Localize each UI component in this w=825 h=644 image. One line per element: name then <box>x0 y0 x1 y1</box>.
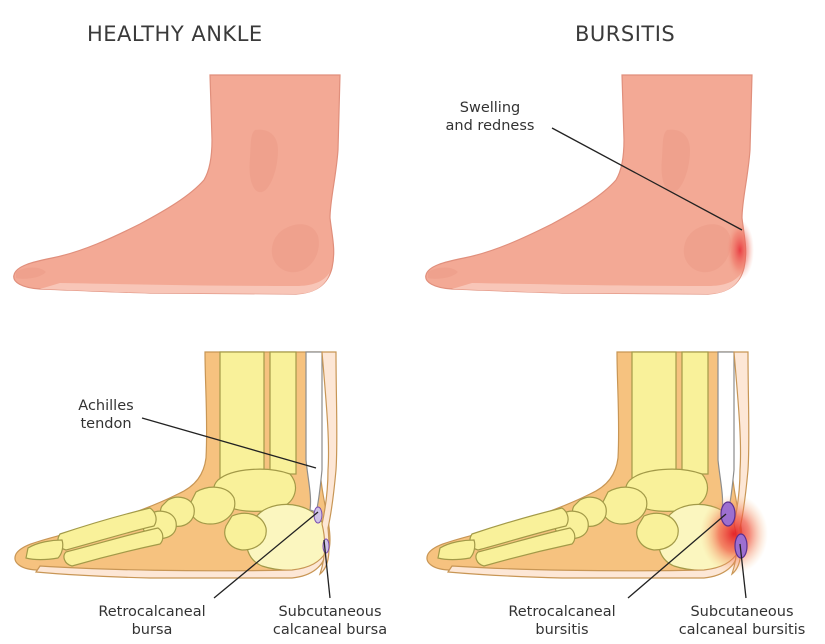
subcut-bursa-line1: Subcutaneous <box>278 604 381 620</box>
retro-bursitis-line2: bursitis <box>535 622 588 638</box>
subcut-bursitis-line1: Subcutaneous <box>690 604 793 620</box>
subcut-bursa-line2: calcaneal bursa <box>273 622 387 638</box>
retrocalcaneal-bursitis-label: Retrocalcaneal bursitis <box>508 604 615 638</box>
swelling-label-line2: and redness <box>446 118 535 134</box>
retrocalcaneal-bursitis-shape <box>721 502 735 526</box>
swelling-label-line1: Swelling <box>460 100 520 116</box>
subcut-bursitis-line2: calcaneal bursitis <box>679 622 806 638</box>
bursitis-foot-anatomy <box>427 352 768 578</box>
achilles-label: Achilles tendon <box>78 398 133 432</box>
achilles-label-line2: tendon <box>80 416 131 432</box>
subcutaneous-bursa-label: Subcutaneous calcaneal bursa <box>273 604 387 638</box>
healthy-foot-anatomy <box>15 352 337 578</box>
subcutaneous-bursitis-label: Subcutaneous calcaneal bursitis <box>679 604 806 638</box>
healthy-foot-external <box>14 75 340 294</box>
retrocalcaneal-bursa-label: Retrocalcaneal bursa <box>98 604 205 638</box>
retro-bursa-line1: Retrocalcaneal <box>98 604 205 620</box>
retro-bursa-line2: bursa <box>132 622 173 638</box>
retro-bursitis-line1: Retrocalcaneal <box>508 604 615 620</box>
healthy-ankle-title: HEALTHY ANKLE <box>87 22 263 46</box>
bursitis-title: BURSITIS <box>575 22 675 46</box>
achilles-label-line1: Achilles <box>78 398 133 414</box>
swelling-label: Swelling and redness <box>446 100 535 134</box>
inflammation-glow <box>700 494 768 574</box>
